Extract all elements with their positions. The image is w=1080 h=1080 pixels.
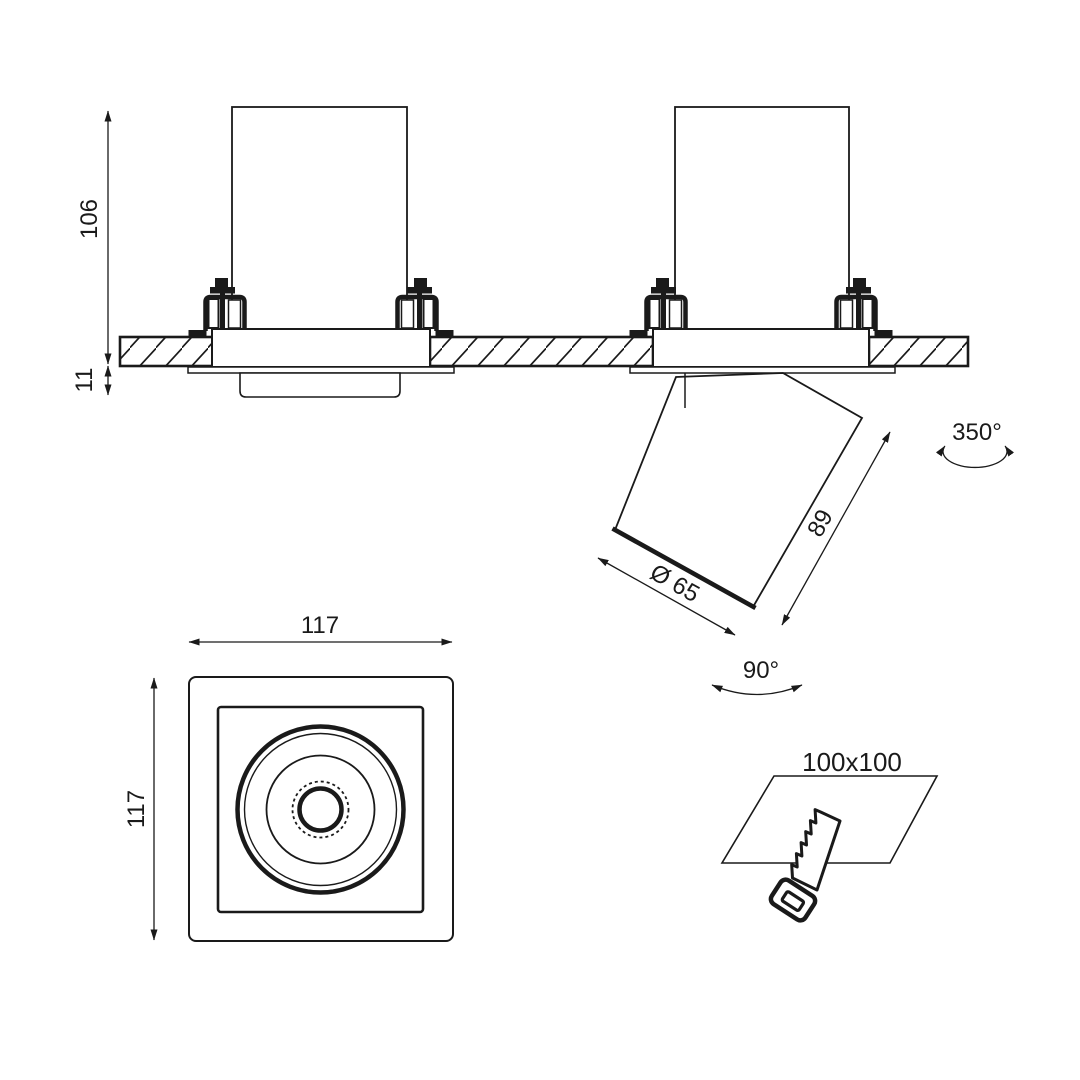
tilt-angle-label: 90° xyxy=(743,657,779,684)
left-trim-flange xyxy=(187,366,455,374)
tilt-angle-indicator: 90° xyxy=(711,657,803,696)
dim-11-label: 11 xyxy=(71,368,98,393)
ceiling-slab xyxy=(118,335,970,368)
dim-106-label: 106 xyxy=(76,199,103,239)
ceiling-slab-middle xyxy=(428,335,655,368)
dim-front-width: 117 xyxy=(188,612,453,646)
left-mounting-box xyxy=(211,328,431,368)
reflector-ring xyxy=(265,754,376,865)
dim-65-line xyxy=(597,557,736,636)
tilt-arc-icon xyxy=(711,684,803,696)
lens-outer-ring xyxy=(243,732,398,887)
saw-blade xyxy=(790,808,842,892)
cutout-illustration: 100x100 xyxy=(720,747,939,923)
dim-117h-label: 117 xyxy=(123,790,150,828)
front-view: 117 117 xyxy=(123,612,454,942)
right-fixture-housing xyxy=(674,106,850,332)
side-section-view: 106 11 Ø 65 89 90° 350° xyxy=(71,106,1015,696)
rotation-angle-indicator: 350° xyxy=(935,419,1015,469)
led-aperture-ring xyxy=(297,786,344,833)
dim-protrusion: 11 xyxy=(71,365,112,396)
saw-handle-hole xyxy=(780,890,806,913)
right-trim-flange xyxy=(629,366,896,374)
right-mounting-box xyxy=(652,328,870,368)
dim-89-line xyxy=(781,431,891,626)
led-dotted-ring xyxy=(291,780,350,839)
lens-bezel-ring xyxy=(235,724,406,895)
dim-recess-height: 106 xyxy=(76,110,112,365)
front-inner-frame xyxy=(216,705,425,914)
left-lamp-head xyxy=(239,372,401,398)
dim-front-height: 117 xyxy=(123,677,158,941)
saw-icon xyxy=(768,808,842,923)
left-fixture-housing xyxy=(231,106,408,332)
ceiling-slab-left xyxy=(118,335,215,368)
dim-117w-label: 117 xyxy=(301,612,339,639)
front-lens-rings xyxy=(235,724,406,895)
rotation-angle-label: 350° xyxy=(952,419,1002,446)
ceiling-slab-right xyxy=(867,335,970,368)
rotation-arrow-icon xyxy=(935,445,1015,469)
cutout-size-label: 100x100 xyxy=(802,747,902,777)
